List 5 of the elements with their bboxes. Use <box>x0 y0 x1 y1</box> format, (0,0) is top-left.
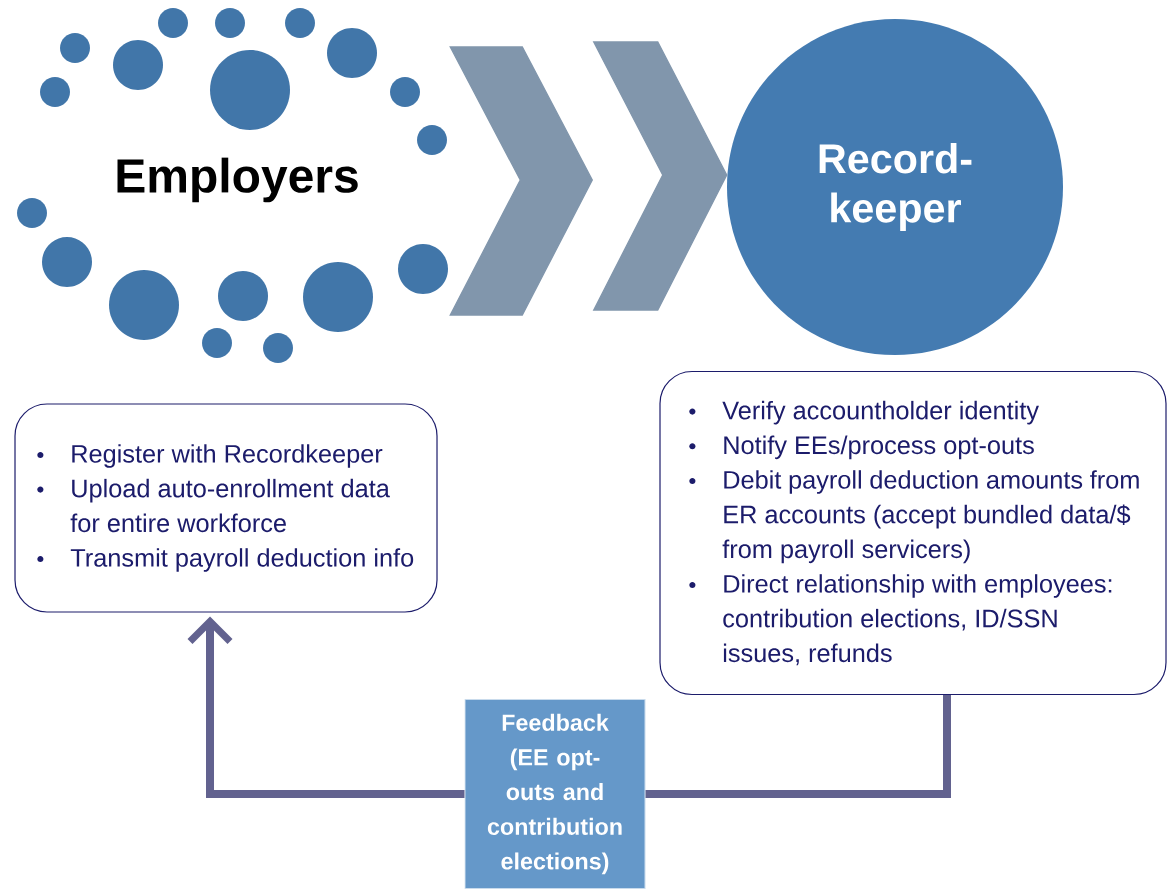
chevron-arrow <box>449 41 728 316</box>
label-text: Employers <box>117 157 358 203</box>
bullet-list-box: Verify accountholder identity Notify EEs/process opt-outs Debit payroll deduction amounts from ER accounts (accept bundled data/$ from payroll servicers) Direct relationship with employees: contribution elections, ID/SSN issues, refunds <box>659 370 1167 696</box>
feedback-box: Feedback (EE opt-outs and contribution elections) <box>464 698 646 889</box>
bullet-list-box: Register with Recordkeeper Upload auto-enrollment data for entire workforce Transmit payroll deduction info <box>14 403 438 613</box>
